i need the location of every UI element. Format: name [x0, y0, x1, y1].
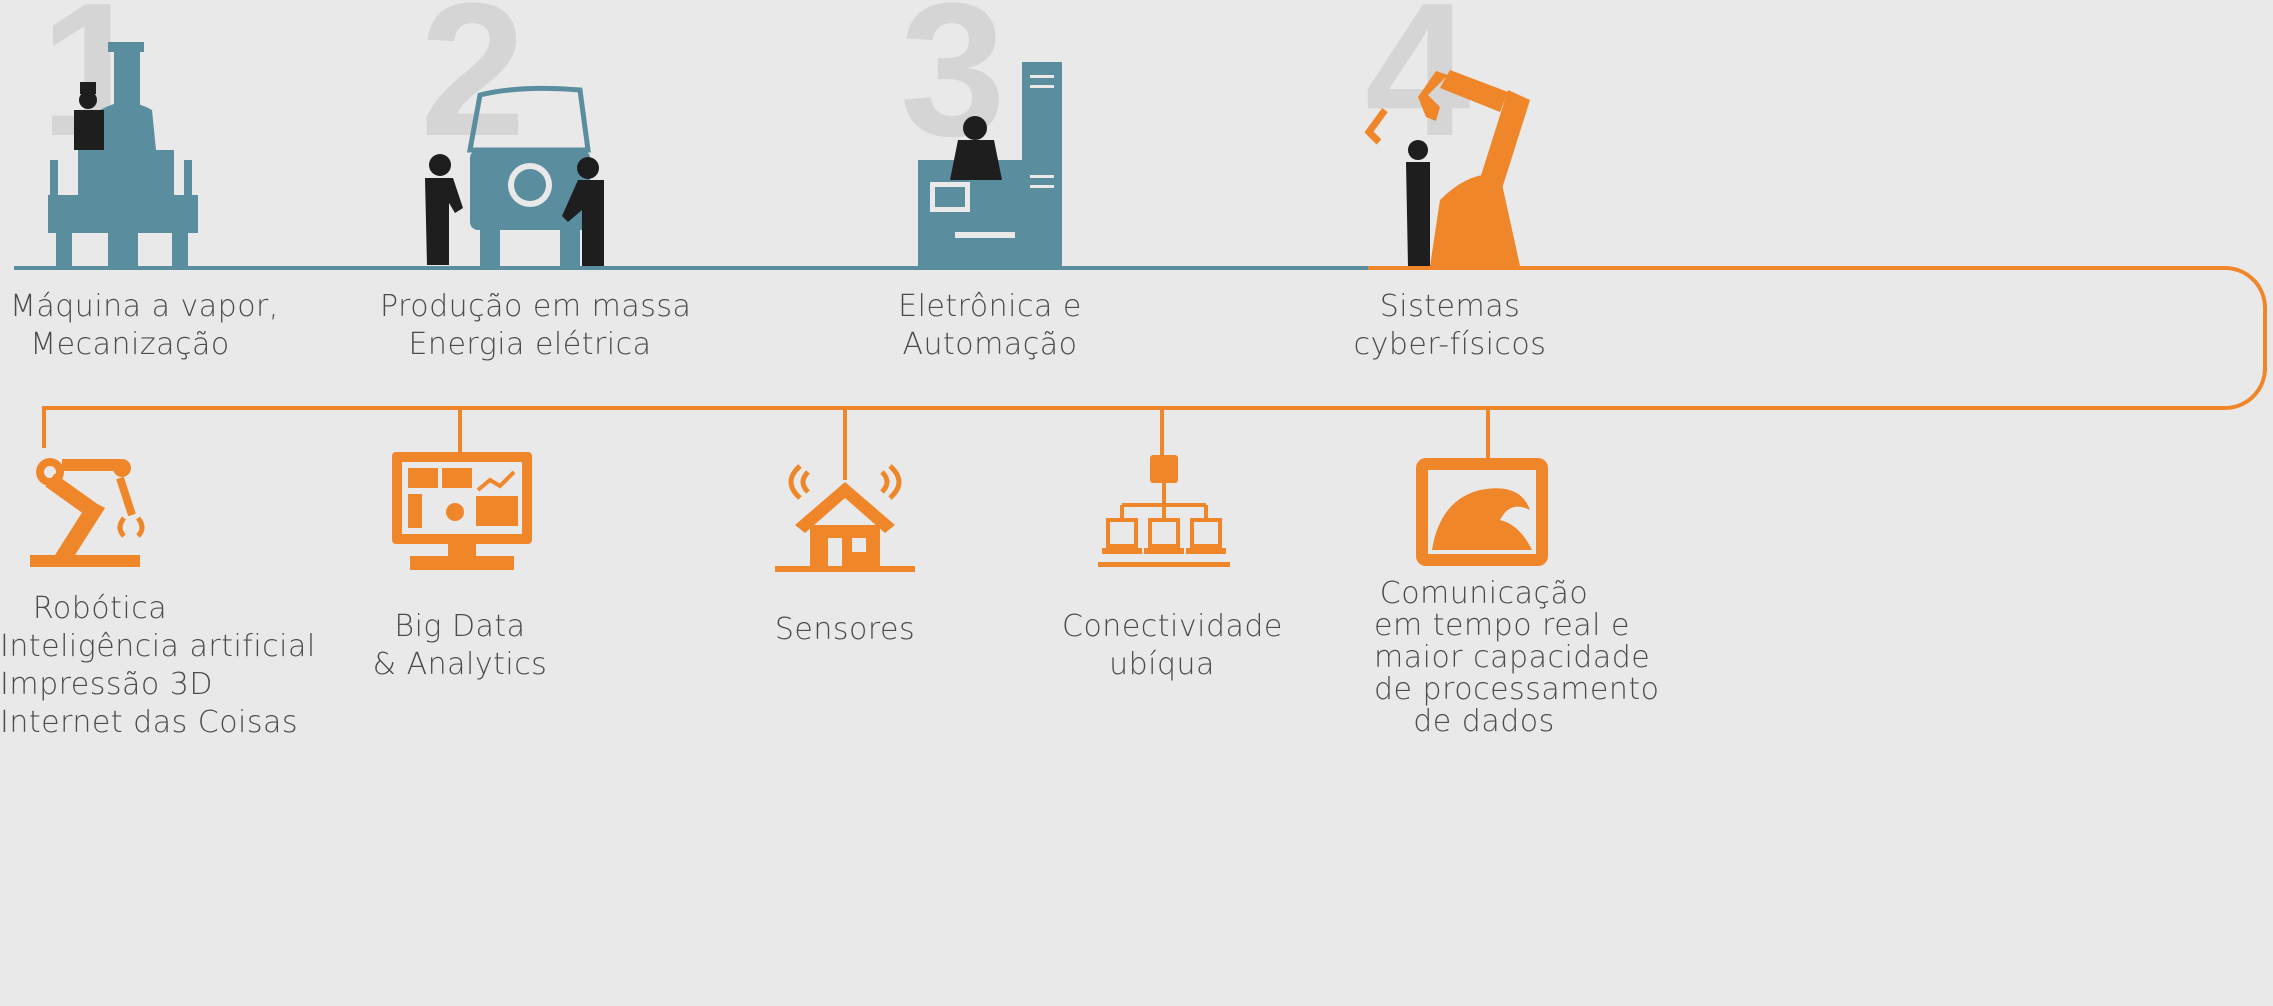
network-icon	[1098, 455, 1230, 567]
steam-engine-icon	[48, 42, 198, 266]
tech-label-comunicacao-line-2: em tempo real e	[1374, 608, 1630, 643]
tech-label-robotica-line-1: Robótica	[32, 591, 168, 626]
timeline-orange	[42, 266, 2267, 448]
stage-label-4-line-2: cyber-físicos	[1353, 327, 1547, 362]
stage-label-4-line-1: Sistemas	[1379, 289, 1521, 324]
stage-label-4: Sistemas cyber-físicos	[1340, 288, 1560, 364]
stage-label-1: Máquina a vapor, Mecanização	[10, 288, 279, 364]
control-cabinet-icon	[918, 62, 1062, 266]
stage-label-3-line-2: Automação	[902, 327, 1078, 362]
tech-label-bigdata: Big Data & Analytics	[360, 608, 560, 684]
tech-label-conectividade: Conectividade ubíqua	[1062, 608, 1283, 684]
stage-label-2-line-1: Produção em massa	[380, 289, 692, 324]
tech-label-comunicacao-line-1: Comunicação	[1379, 576, 1589, 611]
stage-label-3: Eletrônica e Automação	[880, 288, 1100, 364]
tech-label-sensores-line-1: Sensores	[774, 612, 916, 647]
stage-label-2-line-2: Energia elétrica	[408, 327, 652, 362]
tech-label-bigdata-line-1: Big Data	[394, 609, 526, 644]
tech-label-conectividade-line-2: ubíqua	[1109, 647, 1215, 682]
robot-arm-icon	[30, 458, 145, 567]
tech-label-comunicacao-line-3: maior capacidade	[1374, 640, 1651, 675]
stage-label-2: Produção em massa Energia elétrica	[380, 288, 692, 364]
tech-label-comunicacao: Comunicação em tempo real e maior capaci…	[1374, 576, 1660, 739]
industrial-robot-icon	[1364, 70, 1530, 266]
tech-label-comunicacao-line-5: de dados	[1413, 704, 1555, 739]
tech-label-robotica-line-2: Inteligência artificial	[0, 629, 316, 664]
stage-label-3-line-1: Eletrônica e	[898, 289, 1082, 324]
tablet-wave-icon	[1416, 458, 1548, 566]
tech-label-sensores: Sensores	[745, 611, 945, 649]
tech-label-conectividade-line-1: Conectividade	[1062, 609, 1283, 644]
stage-label-1-line-2: Mecanização	[30, 327, 230, 362]
car-assembly-icon	[425, 85, 604, 266]
tech-label-robotica-line-4: Internet das Coisas	[0, 705, 299, 740]
stage-label-1-line-1: Máquina a vapor,	[10, 289, 279, 324]
analytics-monitor-icon	[392, 452, 532, 570]
tech-label-comunicacao-line-4: de processamento	[1374, 672, 1660, 707]
tech-label-bigdata-line-2: & Analytics	[372, 647, 548, 682]
tech-label-robotica-line-3: Impressão 3D	[0, 667, 213, 702]
tech-label-robotica: Robótica Inteligência artificial Impress…	[0, 590, 316, 742]
smart-house-icon	[775, 464, 915, 572]
